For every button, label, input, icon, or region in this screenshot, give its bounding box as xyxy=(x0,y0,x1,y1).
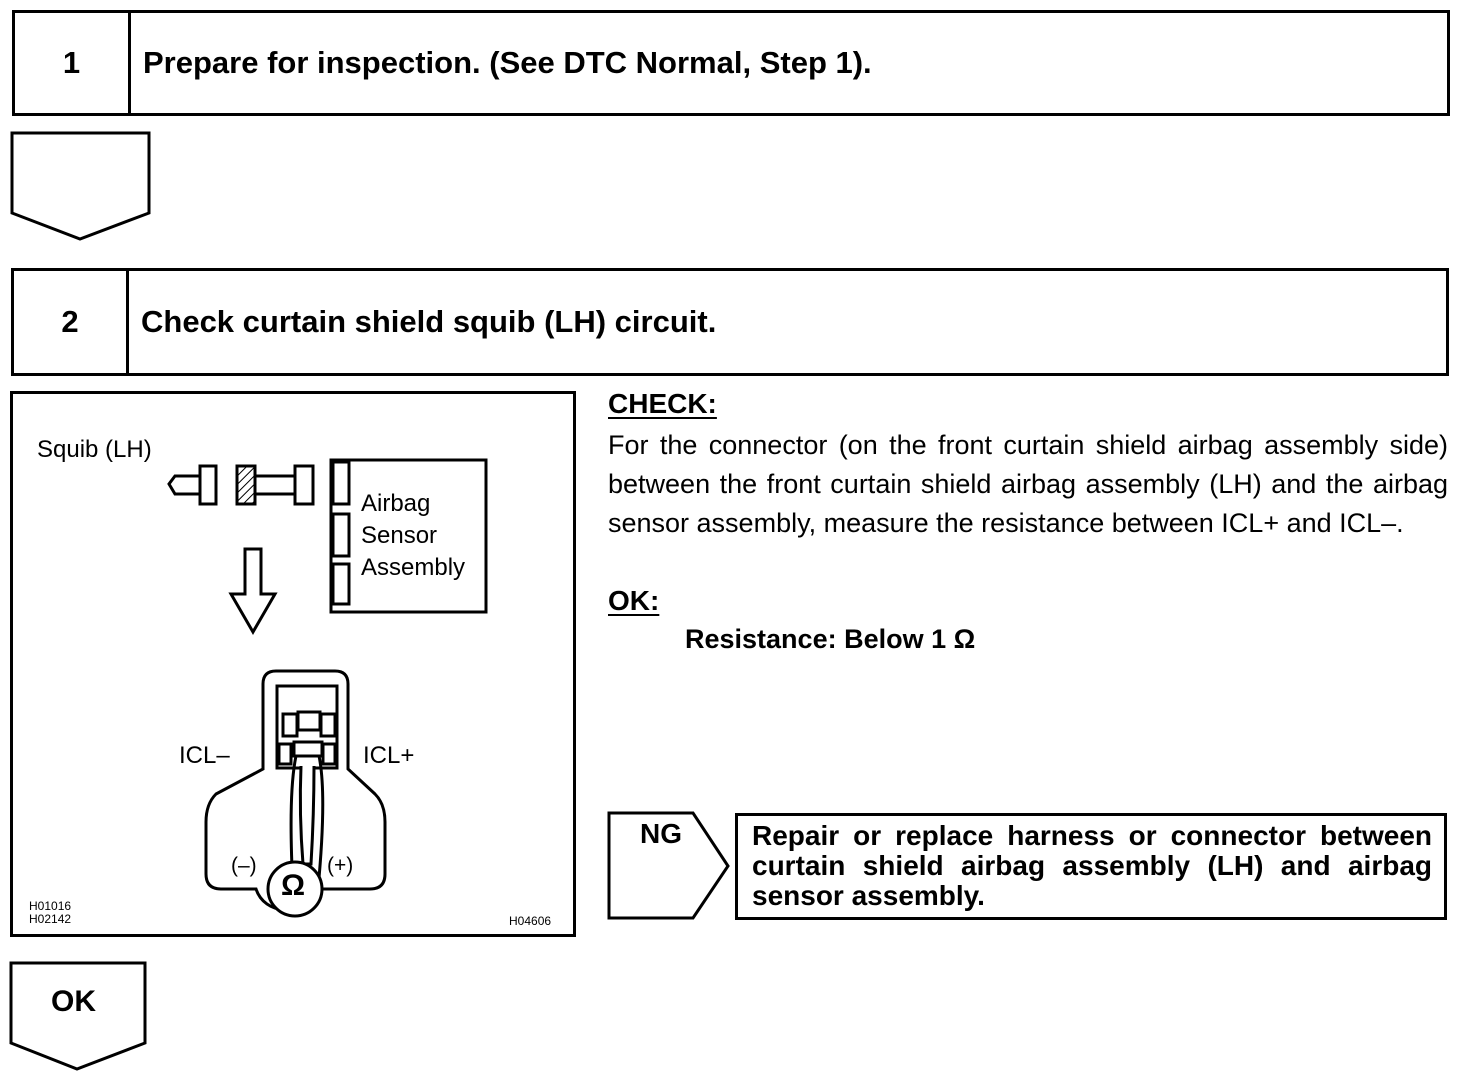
figure-code-2: H02142 xyxy=(29,912,72,926)
ng-label: NG xyxy=(640,818,682,849)
connector-meter-icon xyxy=(204,669,387,918)
step-2-title: Check curtain shield squib (LH) circuit. xyxy=(141,304,717,339)
squib-connector-icon xyxy=(167,464,315,506)
ok-spec: Resistance: Below 1 Ω xyxy=(685,624,976,654)
sensor-label-1: Airbag xyxy=(361,490,431,517)
inspection-figure: Squib (LH) Airbag Sensor Assembly ICL– I… xyxy=(10,391,576,937)
check-heading: CHECK: xyxy=(608,388,717,419)
figure-code-3: H04606 xyxy=(509,914,552,928)
ng-arrow xyxy=(607,811,730,920)
ng-action-box: Repair or replace harness or connector b… xyxy=(735,813,1447,920)
ohm-symbol: Ω xyxy=(281,869,306,902)
figure-code-1: H01016 xyxy=(29,899,72,913)
down-arrow-icon xyxy=(228,547,278,635)
ok-arrow-label: OK xyxy=(51,985,96,1018)
step-2-box: 2 Check curtain shield squib (LH) circui… xyxy=(11,268,1449,376)
icl-plus-label: ICL+ xyxy=(363,742,415,769)
meter-minus-label: (–) xyxy=(231,854,257,877)
step-1-title: Prepare for inspection. (See DTC Normal,… xyxy=(143,45,872,80)
squib-label: Squib (LH) xyxy=(37,436,152,463)
continue-arrow-1 xyxy=(10,131,151,241)
check-text: For the connector (on the front curtain … xyxy=(608,430,1448,538)
sensor-label-2: Sensor xyxy=(361,522,438,549)
airbag-sensor-box xyxy=(329,458,488,614)
icl-minus-label: ICL– xyxy=(179,742,230,769)
step-2-number: 2 xyxy=(14,271,129,373)
step-1-box: 1 Prepare for inspection. (See DTC Norma… xyxy=(12,10,1450,116)
connector-diagram xyxy=(167,458,488,918)
meter-plus-label: (+) xyxy=(327,854,354,877)
step-1-number: 1 xyxy=(15,13,131,113)
ok-heading: OK: xyxy=(608,585,660,616)
sensor-label-3: Assembly xyxy=(361,554,466,581)
ok-arrow xyxy=(9,961,147,1071)
